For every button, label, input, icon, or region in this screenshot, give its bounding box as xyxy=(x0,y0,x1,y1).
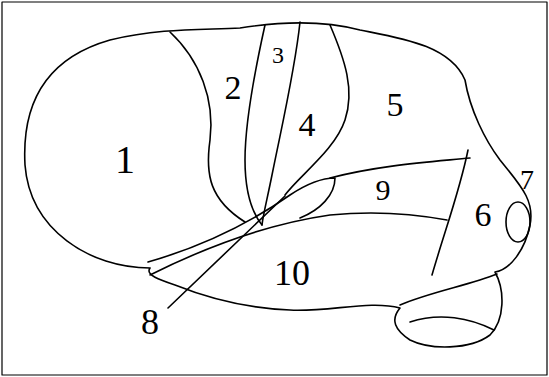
cerebellum-line xyxy=(400,274,497,305)
region-border xyxy=(262,22,300,225)
callout-number: 2 xyxy=(225,71,242,105)
region-border xyxy=(285,25,349,195)
callout-number: 9 xyxy=(376,175,391,205)
callout-number: 8 xyxy=(141,304,159,340)
region-border xyxy=(245,25,265,225)
callout-number: 10 xyxy=(274,255,310,291)
callout-number: 4 xyxy=(299,108,316,142)
region-border xyxy=(170,32,245,222)
region-border xyxy=(506,202,530,242)
callout-number: 3 xyxy=(272,43,284,67)
region-border xyxy=(330,158,470,178)
region-border xyxy=(432,150,468,275)
region-border xyxy=(148,178,335,262)
leader-line xyxy=(168,196,285,308)
callout-number: 1 xyxy=(115,140,135,180)
callout-number: 7 xyxy=(520,166,534,194)
callout-number: 6 xyxy=(475,198,492,232)
brain-outline xyxy=(25,23,531,347)
cerebellum-line xyxy=(410,317,494,330)
callout-number: 5 xyxy=(387,88,404,122)
